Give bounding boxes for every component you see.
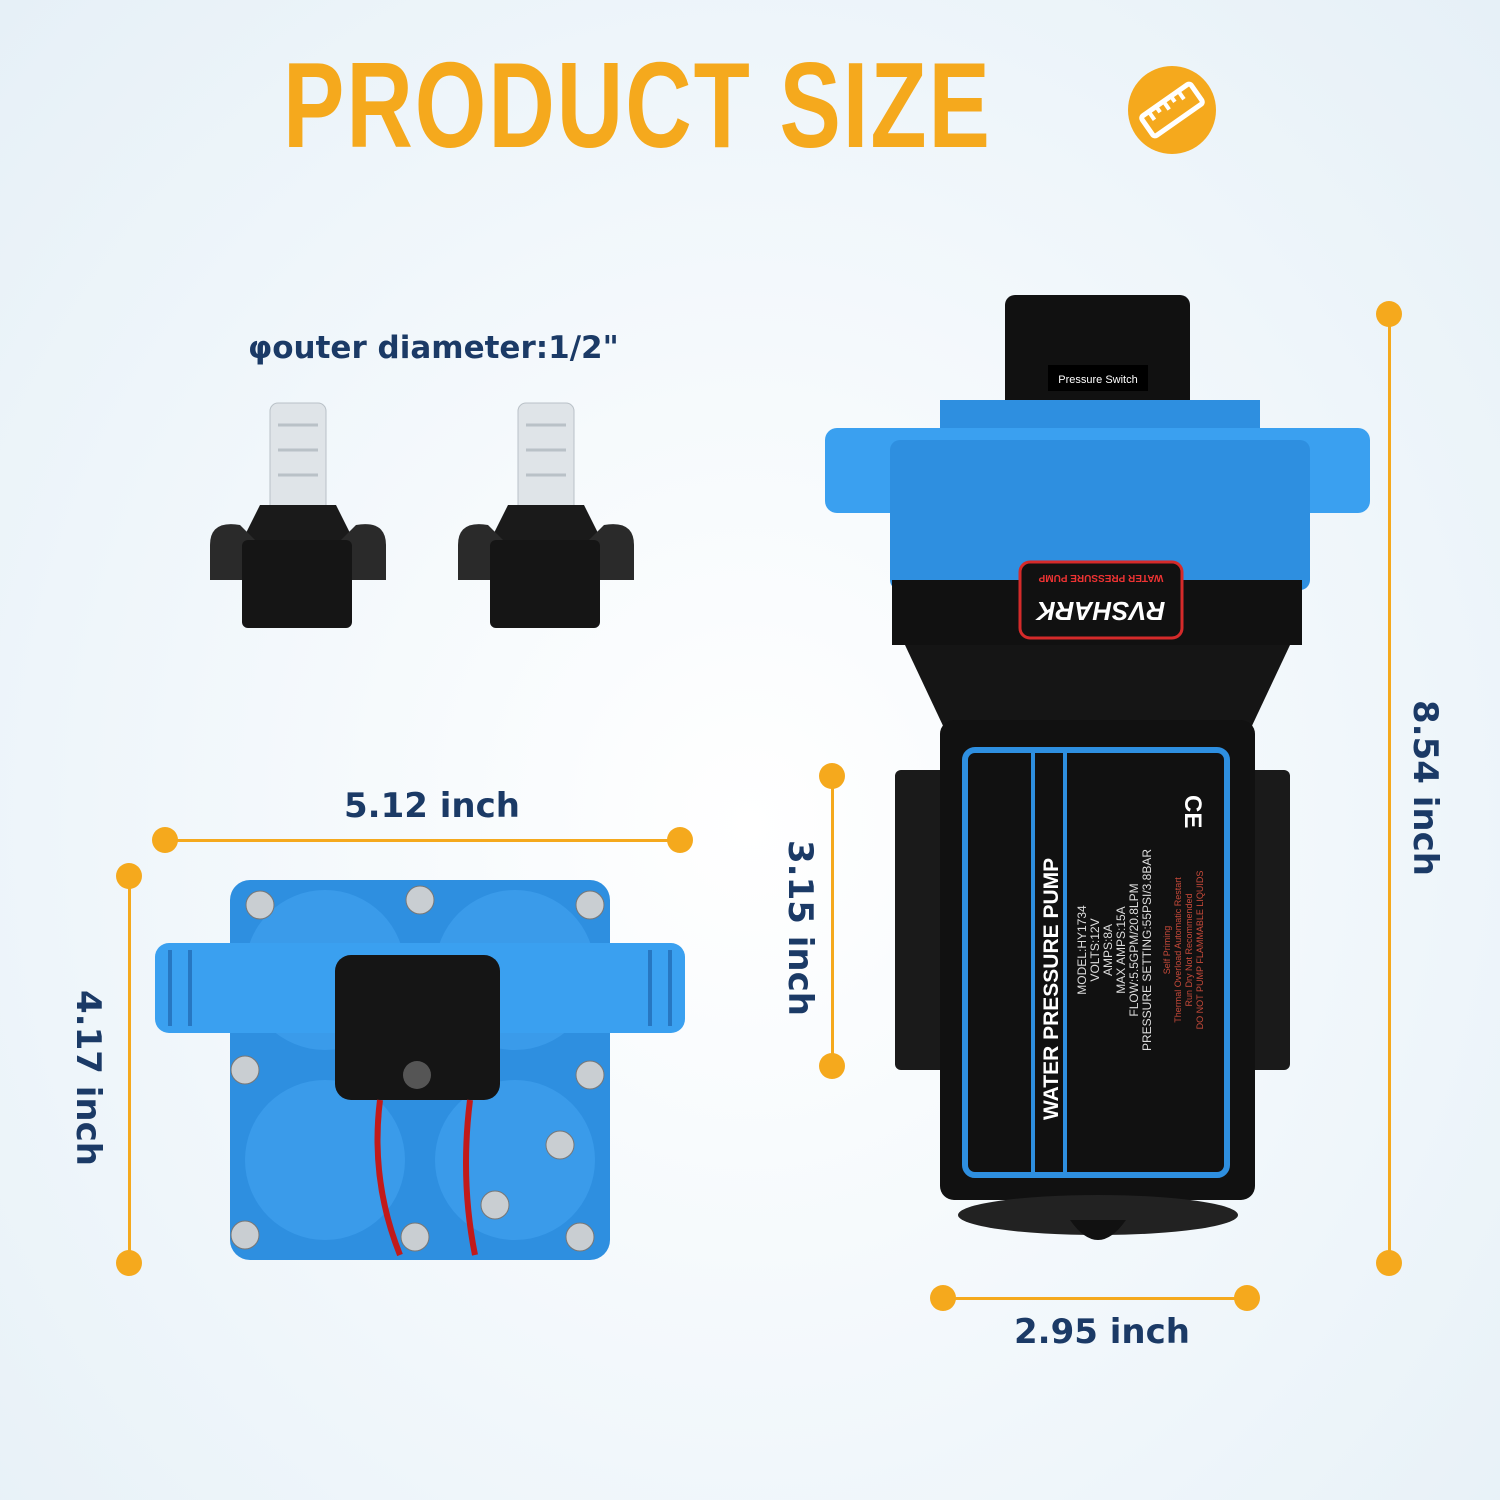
warning-line: Run Dry Not Recommended — [1184, 893, 1194, 1006]
spec-line: AMPS:8A — [1101, 924, 1115, 976]
dimension-endpoint — [1234, 1285, 1260, 1311]
dimension-endpoint — [667, 827, 693, 853]
pressure-switch-label: Pressure Switch — [1058, 374, 1137, 386]
hose-fitting — [210, 402, 386, 628]
spec-line: MAX AMPS:15A — [1114, 906, 1128, 993]
dimension-line — [128, 876, 131, 1263]
dimension-front-height: 4.17 inch — [68, 990, 108, 1166]
page-title: PRODUCT SIZE — [283, 38, 992, 174]
pump-side-view-image: Pressure Switch WATER PRESSURE PUMP RVSH… — [825, 295, 1370, 1240]
dimension-endpoint — [1376, 1250, 1402, 1276]
dimension-line — [1388, 314, 1391, 1263]
pump-front-view-image — [155, 880, 685, 1260]
dimension-endpoint — [152, 827, 178, 853]
brand-logo: RVSHARK — [1035, 596, 1166, 626]
warning-line: Self Priming — [1162, 926, 1172, 975]
dimension-motor-height: 3.15 inch — [780, 840, 820, 1016]
dimension-total-height: 8.54 inch — [1405, 700, 1445, 876]
spec-line: MODEL:HY1734 — [1075, 905, 1089, 995]
spec-line: VOLTS:12V — [1088, 918, 1102, 981]
dimension-endpoint — [819, 763, 845, 789]
brand-subtitle: WATER PRESSURE PUMP — [1038, 572, 1163, 583]
warning-line: DO NOT PUMP FLAMMABLE LIQUIDS — [1195, 871, 1205, 1030]
hose-fittings-image — [210, 402, 634, 628]
label-title: WATER PRESSURE PUMP — [1040, 858, 1063, 1120]
dimension-endpoint — [116, 1250, 142, 1276]
dimension-motor-width: 2.95 inch — [1014, 1312, 1190, 1352]
dimension-front-width: 5.12 inch — [344, 786, 520, 826]
ce-mark: CE — [1179, 795, 1206, 828]
dimension-endpoint — [819, 1053, 845, 1079]
fitting-diameter-label: φouter diameter:1/2" — [248, 330, 619, 366]
spec-line: FLOW:5.5GPM/20.8LPM — [1127, 883, 1141, 1016]
dimension-line — [943, 1297, 1247, 1300]
dimension-endpoint — [930, 1285, 956, 1311]
hose-fitting — [458, 402, 634, 628]
dimension-line — [165, 839, 680, 842]
dimension-endpoint — [1376, 301, 1402, 327]
warning-line: Thermal Overload Automatic Restart — [1173, 877, 1183, 1023]
spec-line: PRESSURE SETTING:55PSI/3.8BAR — [1140, 849, 1154, 1051]
ruler-icon — [1128, 66, 1216, 154]
dimension-line — [831, 776, 834, 1066]
dimension-endpoint — [116, 863, 142, 889]
